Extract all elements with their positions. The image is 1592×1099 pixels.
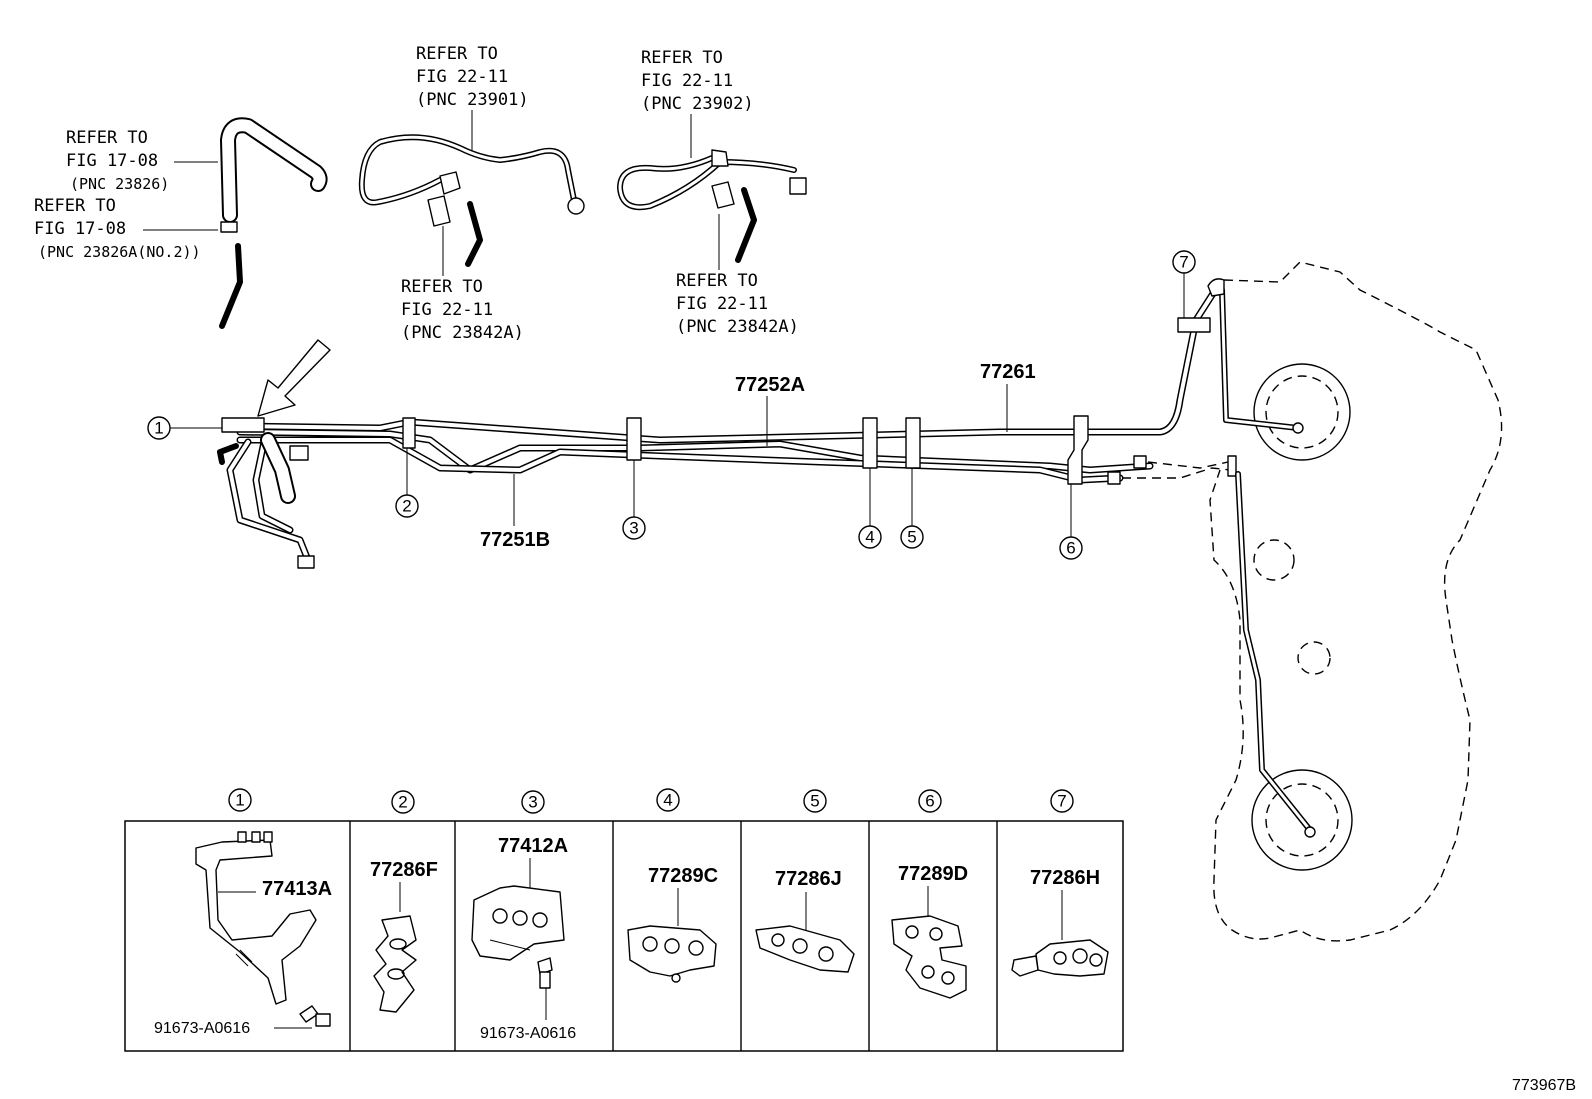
ref-line: (PNC 23826A(NO.2)) [38, 243, 201, 261]
bolt-number-panel-1: 91673-A0616 [154, 1020, 250, 1037]
ref-line: REFER TO [66, 128, 148, 148]
panel-6-number: 6 [925, 792, 934, 811]
callout-number: 7 [1179, 253, 1188, 272]
ref-line: FIG 22-11 [416, 67, 508, 87]
ref-line: FIG 22-11 [641, 71, 733, 91]
panel-7-number: 7 [1057, 792, 1066, 811]
part-number-77289c: 77289C [648, 865, 718, 887]
panel-5-number: 5 [810, 792, 819, 811]
fuel-tank-outline [1207, 261, 1503, 942]
clamp-2 [402, 417, 416, 449]
detail-panels: 1 2 3 4 5 6 7 77413A 91673-A0616 772 [124, 788, 1124, 1052]
callout-number: 5 [907, 528, 916, 547]
ref-pnc-23901: REFER TO FIG 22-11 (PNC 23901) [416, 44, 529, 152]
ref-line: FIG 22-11 [401, 300, 493, 320]
ref-pnc-23902: REFER TO FIG 22-11 (PNC 23902) [641, 48, 754, 158]
ref-line: REFER TO [401, 277, 483, 297]
clamp-5 [905, 417, 921, 469]
part-number-77412a: 77412A [498, 835, 568, 857]
callout-7: 7 [1172, 250, 1196, 318]
ref-line: REFER TO [34, 196, 116, 216]
callout-2: 2 [395, 448, 419, 518]
ref-line: (PNC 23842A) [401, 323, 524, 343]
callout-number: 2 [402, 497, 411, 516]
part-number-77251b: 77251B [480, 529, 550, 551]
clamp-6 [1067, 415, 1089, 485]
ref-pnc-23842a-right: REFER TO FIG 22-11 (PNC 23842A) [676, 214, 799, 337]
ref-line: (PNC 23902) [641, 94, 754, 114]
clamp-77289c [627, 925, 717, 983]
filler-vent-hose [219, 117, 328, 329]
ref-line: REFER TO [676, 271, 758, 291]
ref-pnc-23842a-left: REFER TO FIG 22-11 (PNC 23842A) [401, 226, 524, 343]
callout-number: 6 [1066, 539, 1075, 558]
ref-line: (PNC 23901) [416, 90, 529, 110]
clamp-3 [626, 417, 642, 461]
part-number-77261: 77261 [980, 361, 1036, 383]
callout-3: 3 [622, 460, 646, 540]
bracket-77413a [195, 831, 317, 1005]
callout-6: 6 [1059, 484, 1083, 560]
part-number-77286h: 77286H [1030, 867, 1100, 889]
left-canister-hose [358, 134, 585, 267]
right-canister-hose [617, 149, 807, 263]
clamp-77286h [1011, 939, 1109, 977]
figure-id: 773967B [1512, 1077, 1576, 1094]
ref-pnc-23826a: REFER TO FIG 17-08 (PNC 23826A(NO.2)) [34, 196, 218, 261]
ref-line: REFER TO [416, 44, 498, 64]
clamp-7 [1177, 317, 1211, 333]
ref-line: FIG 17-08 [34, 219, 126, 239]
part-number-77286j: 77286J [775, 868, 842, 890]
panel-2-number: 2 [398, 793, 407, 812]
panel-1-number: 1 [235, 791, 244, 810]
ref-pnc-23826: REFER TO FIG 17-08 (PNC 23826) [66, 128, 218, 193]
ref-line: FIG 22-11 [676, 294, 768, 314]
clamp-77286j [755, 925, 855, 973]
bolt-icon [537, 957, 553, 989]
line-clamps [221, 317, 1211, 485]
bolt-icon [299, 1005, 331, 1027]
ref-line: (PNC 23842A) [676, 317, 799, 337]
panel-4-number: 4 [663, 791, 672, 810]
clamp-77289d [891, 915, 967, 999]
bolt-number-panel-3: 91673-A0616 [480, 1025, 576, 1042]
part-number-77289d: 77289D [898, 863, 968, 885]
callout-5: 5 [900, 468, 924, 549]
callout-number: 1 [154, 419, 163, 438]
clamp-4 [862, 417, 878, 469]
callout-number: 3 [629, 519, 638, 538]
clamp-77286f [373, 915, 417, 1013]
ref-line: (PNC 23826) [70, 175, 169, 193]
clamp-77412a [471, 885, 565, 961]
part-number-77252a: 77252A [735, 374, 805, 396]
callout-4: 4 [858, 468, 882, 549]
panel-3-number: 3 [528, 793, 537, 812]
clamp-1 [221, 417, 265, 433]
part-number-77286f: 77286F [370, 859, 438, 881]
ref-line: FIG 17-08 [66, 151, 158, 171]
callout-1: 1 [147, 416, 222, 440]
callout-number: 4 [865, 528, 874, 547]
direction-arrow [257, 339, 331, 417]
part-number-77413a: 77413A [262, 878, 332, 900]
ref-line: REFER TO [641, 48, 723, 68]
